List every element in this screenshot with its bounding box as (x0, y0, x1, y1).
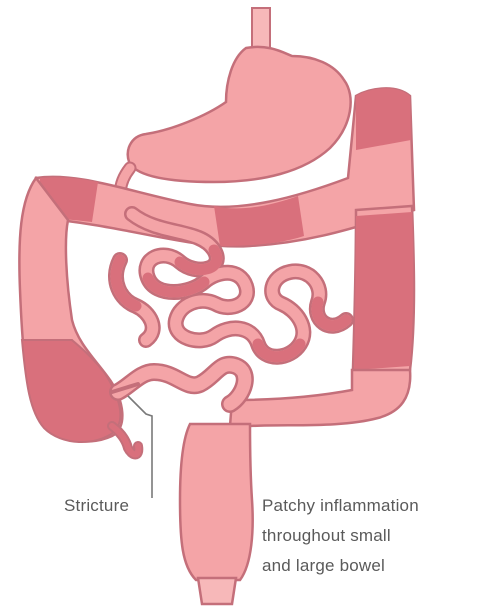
patchy-label-line: and large bowel (262, 551, 419, 581)
patchy-inflammation-label: Patchy inflammation throughout small and… (262, 491, 419, 581)
stomach (128, 47, 351, 182)
descending-colon-inflamed-patch (354, 212, 413, 370)
anal-canal (198, 578, 236, 604)
transverse-colon-inflamed-patch (356, 88, 411, 150)
rectum (180, 424, 253, 580)
esophagus (252, 8, 270, 52)
cecum-inflamed-patch (22, 340, 120, 442)
patchy-label-line: throughout small (262, 521, 419, 551)
sigmoid-colon (230, 370, 410, 426)
stricture-label: Stricture (64, 491, 129, 521)
patchy-label-line: Patchy inflammation (262, 491, 419, 521)
